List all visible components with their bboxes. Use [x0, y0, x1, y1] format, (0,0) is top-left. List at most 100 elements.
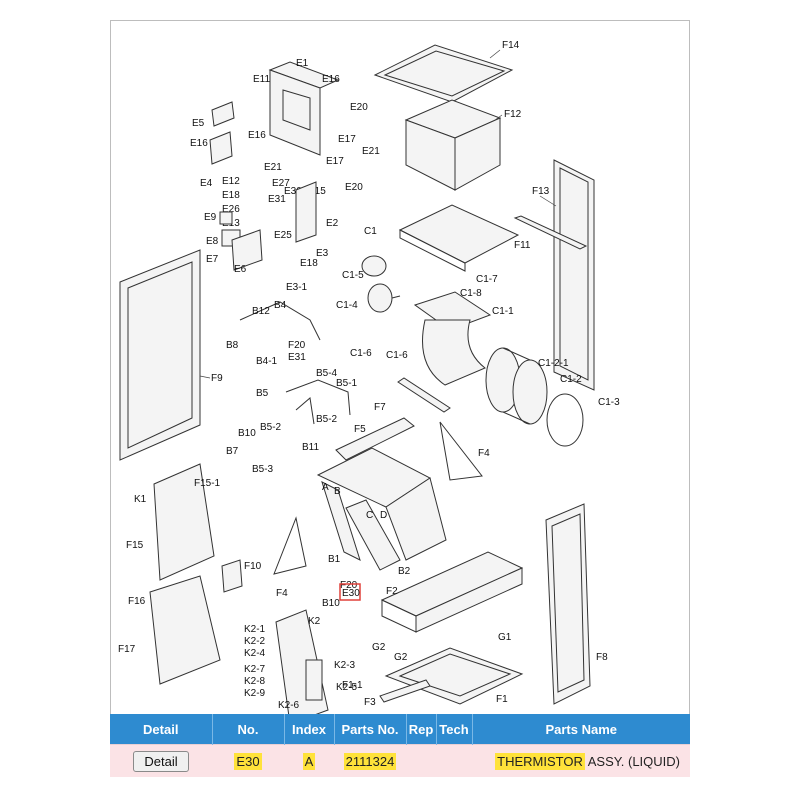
- part-f16-panel[interactable]: [149, 575, 221, 685]
- col-parts-name-header: Parts Name: [472, 714, 690, 745]
- parts-table: Detail No. Index Parts No. Rep Tech Part…: [110, 714, 690, 777]
- label-c1-8: C1-8: [460, 288, 482, 299]
- part-c1-base-plate[interactable]: [398, 204, 520, 272]
- label-e20-top: E20: [350, 102, 368, 113]
- part-f12-duct-box[interactable]: [404, 99, 502, 191]
- label-g2-b: G2: [394, 652, 408, 663]
- label-c1: C1: [364, 226, 377, 237]
- part-f2-drain-pan[interactable]: [380, 551, 524, 633]
- part-c1-2-blower-wheel[interactable]: [485, 347, 548, 425]
- parts-no-value: 2111324: [343, 752, 397, 770]
- part-b5-pipe-assy[interactable]: [285, 379, 351, 425]
- part-e4-bracket[interactable]: [209, 131, 233, 165]
- label-f10: F10: [244, 561, 262, 572]
- label-f15: F15: [126, 540, 144, 551]
- col-detail-header: Detail: [110, 714, 213, 745]
- part-c1-5-motor-mount[interactable]: [361, 255, 387, 277]
- part-f4-side-brace[interactable]: [439, 421, 483, 481]
- label-f20-top: F20: [288, 340, 306, 351]
- part-f5-drain[interactable]: [335, 417, 415, 461]
- table-row: Detail E30 A 2111324 THERMISTOR ASSY. (L…: [110, 744, 690, 777]
- cell-index: A: [284, 744, 334, 777]
- part-f1-filter-frame[interactable]: [384, 647, 524, 705]
- e30-selected-callout[interactable]: E30: [339, 583, 361, 601]
- exploded-parts-diagram: F14 F12 F13 F11 C1 E1 E11 E16 E5 E20 E17…: [118, 40, 620, 714]
- label-b-top: B: [334, 486, 341, 497]
- part-f15-panel[interactable]: [153, 463, 215, 581]
- part-k2-panel[interactable]: [275, 609, 329, 714]
- label-b4-1: B4-1: [256, 356, 278, 367]
- detail-button[interactable]: Detail: [133, 750, 189, 772]
- label-f17: F17: [118, 644, 136, 655]
- label-b11: B11: [302, 442, 319, 453]
- part-f9-side-panel[interactable]: [119, 249, 201, 461]
- part-f3-bar[interactable]: [379, 679, 431, 703]
- parts-name-rest: ASSY. (LIQUID): [584, 753, 680, 769]
- label-e5: E5: [192, 118, 205, 129]
- part-f8-side-panel[interactable]: [545, 503, 591, 705]
- label-e3-1: E3-1: [286, 282, 308, 293]
- label-b12: B12: [252, 306, 270, 317]
- label-e26: E26: [222, 204, 240, 215]
- part-e5-bracket[interactable]: [211, 101, 235, 127]
- label-b1: B1: [328, 554, 341, 565]
- label-f4-left: F4: [276, 588, 288, 599]
- label-a-top: A: [322, 482, 329, 493]
- label-g2-a: G2: [372, 642, 386, 653]
- label-b5-2-a: B5-2: [316, 414, 338, 425]
- cell-no: E30: [212, 744, 284, 777]
- index-value: A: [302, 752, 316, 770]
- label-e11: E11: [253, 74, 270, 85]
- label-c1-2-1: C1-2-1: [538, 358, 569, 369]
- label-b7: B7: [226, 446, 239, 457]
- part-b4-pipe[interactable]: [239, 301, 321, 341]
- label-e17: E17: [338, 134, 356, 145]
- part-f10-bracket[interactable]: [221, 559, 243, 593]
- label-e17-b: E17: [326, 156, 344, 167]
- label-k2: K2: [308, 616, 321, 627]
- label-k2-9: K2-9: [244, 688, 266, 699]
- part-c1-3-ring[interactable]: [546, 393, 584, 447]
- label-c1-1: C1-1: [492, 306, 514, 317]
- label-k2-8: K2-8: [244, 676, 266, 687]
- part-c1-4-motor[interactable]: [367, 283, 401, 313]
- label-b5-4: B5-4: [316, 368, 338, 379]
- label-b10-top: B10: [238, 428, 256, 439]
- col-no-header: No.: [212, 714, 285, 745]
- label-f5: F5: [354, 424, 366, 435]
- label-e8: E8: [206, 236, 219, 247]
- part-f14-top-panel[interactable]: [373, 44, 514, 103]
- cell-rep: [406, 744, 436, 777]
- label-e21: E21: [264, 162, 282, 173]
- label-c1-4: C1-4: [336, 300, 358, 311]
- label-b5-3: B5-3: [252, 464, 274, 475]
- part-number-value: E30: [234, 752, 262, 770]
- label-k2-1: K2-1: [244, 624, 266, 635]
- label-e25: E25: [274, 230, 292, 241]
- label-f13: F13: [532, 186, 550, 197]
- part-e2-control-board[interactable]: [295, 181, 317, 243]
- label-f1-1: F1-1: [342, 680, 363, 691]
- part-f7-bracket[interactable]: [397, 377, 451, 413]
- label-e2: E2: [326, 218, 339, 229]
- part-c1-1-blower-housing[interactable]: [413, 291, 492, 386]
- label-c-top: C: [366, 510, 373, 521]
- label-c1-2: C1-2: [560, 374, 582, 385]
- part-e6-plate[interactable]: [231, 229, 263, 271]
- col-tech-header: Tech: [436, 714, 473, 745]
- part-e1-control-box[interactable]: [268, 61, 340, 156]
- part-f11-rail[interactable]: [513, 215, 588, 250]
- part-f4-side-brace-left[interactable]: [273, 516, 307, 575]
- label-b5-2-b: B5-2: [260, 422, 282, 433]
- part-f13-side-panel[interactable]: [553, 159, 595, 391]
- part-b2-coil[interactable]: [316, 447, 447, 571]
- label-e16-top: E16: [322, 74, 340, 85]
- label-c1-5: C1-5: [342, 270, 364, 281]
- label-e21-right: E21: [362, 146, 380, 157]
- label-g1: G1: [498, 632, 512, 643]
- label-e16-mid: E16: [248, 130, 266, 141]
- part-e9-relay[interactable]: [219, 211, 233, 225]
- label-e31-b: E31: [288, 352, 306, 363]
- label-f1: F1: [496, 694, 508, 705]
- label-e9: E9: [204, 212, 217, 223]
